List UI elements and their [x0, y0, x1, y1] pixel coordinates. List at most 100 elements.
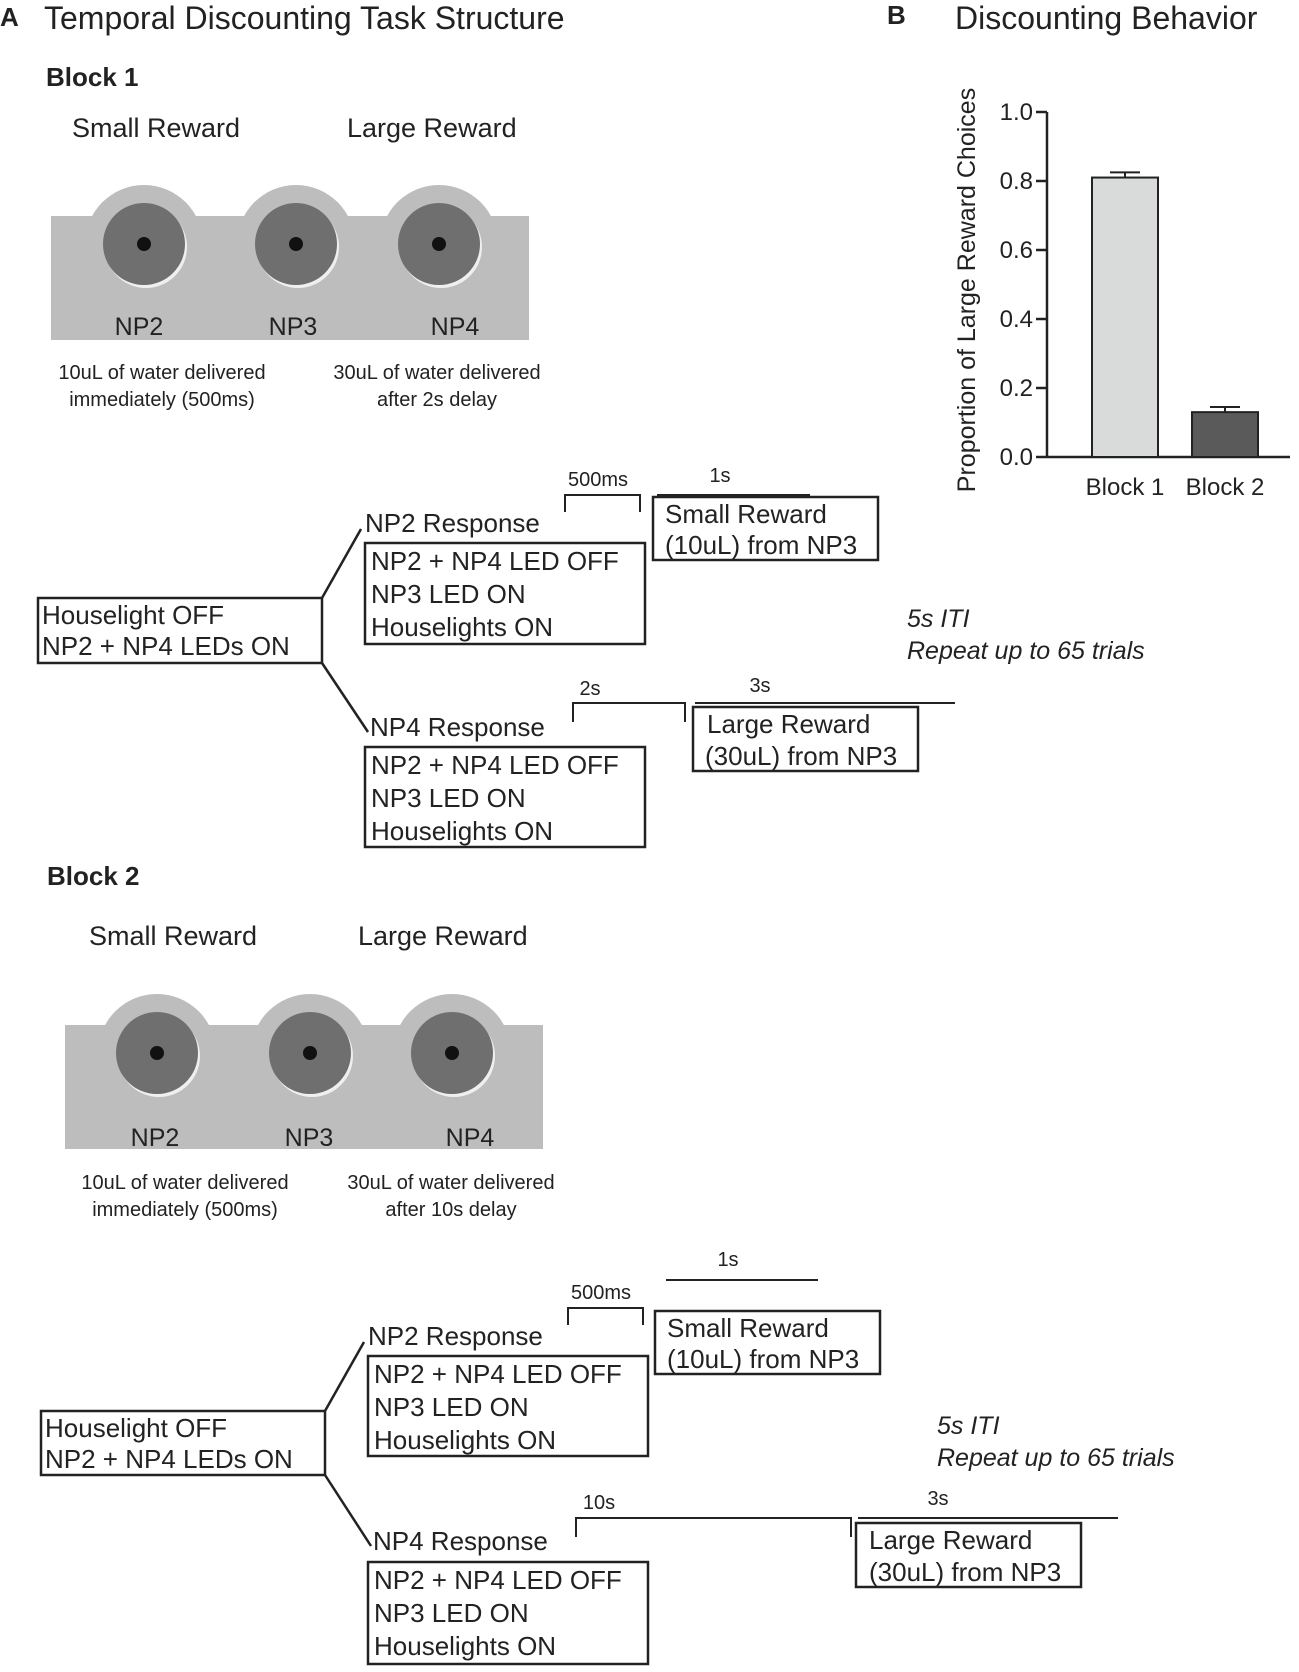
- panel-a-title: Temporal Discounting Task Structure: [44, 0, 565, 36]
- np2-delay-label: 500ms: [571, 1282, 631, 1304]
- port-label-np4: NP4: [431, 313, 480, 341]
- start-box: [36, 596, 324, 665]
- branch-line-np2: [323, 1341, 366, 1412]
- block-1-large-reward-label: Large Reward: [347, 113, 517, 143]
- np4-result-box: [366, 1560, 650, 1666]
- y-tick-label: 0.2: [1000, 375, 1033, 402]
- chart-y-ticks: 0.0 0.2 0.4 0.6 0.8 1.0: [1000, 99, 1047, 471]
- block-2-title: Block 2: [47, 861, 140, 891]
- iti-line1: 5s ITI: [937, 1412, 1000, 1440]
- block-1-title: Block 1: [46, 62, 139, 92]
- start-box-line1: Houselight OFF: [42, 600, 224, 630]
- branch-line-np4: [320, 662, 370, 733]
- start-box: [39, 1409, 327, 1477]
- np4-reward-duration-label: 3s: [927, 1488, 948, 1510]
- np4-box-line1: NP2 + NP4 LED OFF: [374, 1565, 622, 1595]
- iti-line2: Repeat up to 65 trials: [907, 637, 1145, 665]
- np2-box-line2: NP3 LED ON: [371, 579, 526, 609]
- block-2-flow: Houselight OFF NP2 + NP4 LEDs ON NP2 Res…: [39, 1249, 1175, 1666]
- np2-delay-bracket: [564, 494, 641, 512]
- port-np2: [85, 185, 203, 303]
- np2-box-line1: NP2 + NP4 LED OFF: [371, 546, 619, 576]
- panel-a-letter: A: [0, 2, 19, 32]
- np2-result-box: [366, 1354, 650, 1458]
- port-label-np2: NP2: [131, 1124, 180, 1152]
- y-tick-label: 0.8: [1000, 168, 1033, 195]
- port-label-np3: NP3: [285, 1124, 334, 1152]
- panel-b-title: Discounting Behavior: [955, 0, 1258, 36]
- np2-box-line2: NP3 LED ON: [374, 1392, 529, 1422]
- chart-y-axis-label: Proportion of Large Reward Choices: [953, 88, 981, 492]
- iti-line2: Repeat up to 65 trials: [937, 1444, 1175, 1472]
- np2-reward-box: [653, 1309, 882, 1376]
- np2-delay-label: 500ms: [568, 469, 628, 491]
- np2-reward-line1: Small Reward: [667, 1313, 829, 1343]
- block-1-small-reward-label: Small Reward: [72, 113, 240, 143]
- block-1-nosepoke-wall: NP2 NP3 NP4: [51, 185, 529, 341]
- block-2: Block 2 Small Reward Large Reward: [39, 861, 1175, 1666]
- start-box-line2: NP2 + NP4 LEDs ON: [45, 1444, 293, 1474]
- branch-line-np2: [320, 528, 363, 599]
- y-tick-label: 1.0: [1000, 99, 1033, 126]
- np2-reward-duration-label: 1s: [717, 1249, 738, 1271]
- port-label-np3: NP3: [269, 313, 318, 341]
- block-2-small-desc-line1: 10uL of water delivered: [81, 1172, 288, 1194]
- np4-reward-box: [854, 1521, 1083, 1589]
- start-box-line2: NP2 + NP4 LEDs ON: [42, 631, 290, 661]
- port-np3: [237, 185, 355, 303]
- np2-box-line3: Houselights ON: [374, 1425, 556, 1455]
- np4-delay-bracket: [572, 702, 686, 722]
- panel-b-letter: B: [887, 0, 906, 30]
- block-1-large-desc-line1: 30uL of water delivered: [333, 362, 540, 384]
- np4-reward-line1: Large Reward: [707, 709, 870, 739]
- np2-box-line1: NP2 + NP4 LED OFF: [374, 1359, 622, 1389]
- block-1: Block 1 Small Reward Large Reward: [36, 62, 1145, 849]
- y-tick-label: 0.6: [1000, 237, 1033, 264]
- bar-block-2: [1191, 411, 1259, 458]
- x-tick-label: Block 2: [1186, 474, 1265, 501]
- np4-box-line2: NP3 LED ON: [374, 1598, 529, 1628]
- block-2-small-desc-line2: immediately (500ms): [92, 1199, 278, 1221]
- np4-reward-duration-label: 3s: [749, 675, 770, 697]
- np2-reward-line2: (10uL) from NP3: [665, 530, 857, 560]
- port-label-np2: NP2: [115, 313, 164, 341]
- block-2-nosepoke-wall: NP2 NP3 NP4: [65, 994, 543, 1152]
- np4-reward-line2: (30uL) from NP3: [705, 741, 897, 771]
- port-np2: [98, 994, 216, 1112]
- y-tick-label: 0.4: [1000, 306, 1033, 333]
- np4-box-line2: NP3 LED ON: [371, 783, 526, 813]
- iti-line1: 5s ITI: [907, 605, 970, 633]
- port-np3: [251, 994, 369, 1112]
- np4-reward-box: [691, 705, 920, 773]
- np2-reward-box: [651, 495, 880, 562]
- bar-block-1: [1091, 176, 1159, 459]
- discounting-bar-chart: Proportion of Large Reward Choices 0.00.…: [953, 88, 1290, 501]
- np4-response-label: NP4 Response: [370, 712, 545, 742]
- np2-result-box: [363, 541, 647, 646]
- port-label-np4: NP4: [446, 1124, 495, 1152]
- start-box-line1: Houselight OFF: [45, 1413, 227, 1443]
- block-2-small-reward-label: Small Reward: [89, 921, 257, 951]
- np4-result-box: [363, 745, 647, 849]
- y-tick-label: 0.0: [1000, 444, 1033, 471]
- port-np4: [380, 185, 498, 303]
- block-2-large-desc-line2: after 10s delay: [385, 1199, 516, 1221]
- chart-bars: [1091, 171, 1259, 459]
- np4-delay-label: 2s: [579, 678, 600, 700]
- port-np4: [393, 994, 511, 1112]
- block-2-large-desc-line1: 30uL of water delivered: [347, 1172, 554, 1194]
- np4-delay-label: 10s: [583, 1492, 615, 1514]
- np4-reward-line1: Large Reward: [869, 1525, 1032, 1555]
- block-1-large-desc-line2: after 2s delay: [377, 389, 497, 411]
- block-1-small-desc-line1: 10uL of water delivered: [58, 362, 265, 384]
- np2-box-line3: Houselights ON: [371, 612, 553, 642]
- np4-box-line3: Houselights ON: [374, 1631, 556, 1661]
- np4-reward-line2: (30uL) from NP3: [869, 1557, 1061, 1587]
- np4-response-label: NP4 Response: [373, 1526, 548, 1556]
- np2-delay-bracket: [567, 1307, 644, 1325]
- np2-reward-duration-label: 1s: [709, 465, 730, 487]
- block-1-small-desc-line2: immediately (500ms): [69, 389, 255, 411]
- np2-reward-line1: Small Reward: [665, 499, 827, 529]
